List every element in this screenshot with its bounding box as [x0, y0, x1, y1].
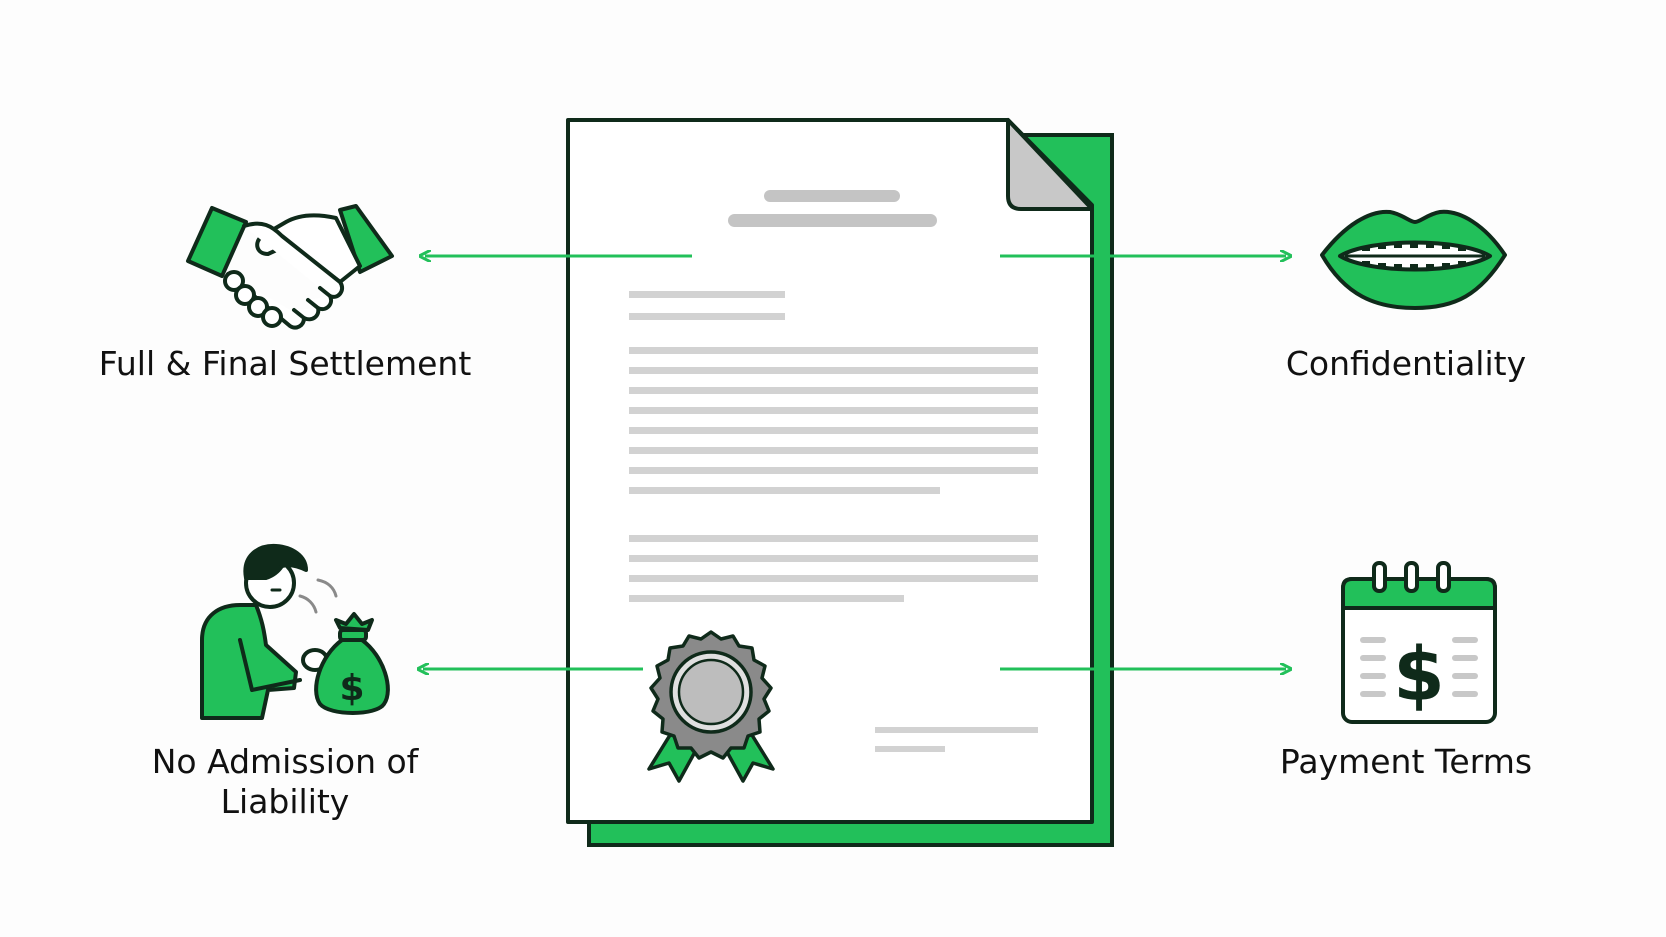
award-seal-icon — [647, 630, 775, 783]
zipped-lips-icon — [1320, 209, 1507, 310]
dollar-sign-icon: $ — [339, 668, 364, 709]
document-icon — [566, 118, 1114, 847]
person-money-bag-icon — [200, 543, 390, 720]
doc-title-line — [728, 214, 937, 227]
label-no-admission-of-liability: No Admission of Liability — [151, 742, 419, 821]
arrows — [423, 256, 1286, 669]
payment-calendar-icon — [1341, 561, 1497, 724]
doc-title-line — [764, 190, 900, 202]
label-confidentiality: Confidentiality — [1285, 344, 1527, 383]
label-payment-terms: Payment Terms — [1279, 742, 1533, 781]
calendar-dollar-icon: $ — [1393, 632, 1445, 718]
handshake-icon — [186, 204, 394, 330]
label-full-final-settlement: Full & Final Settlement — [98, 344, 472, 383]
